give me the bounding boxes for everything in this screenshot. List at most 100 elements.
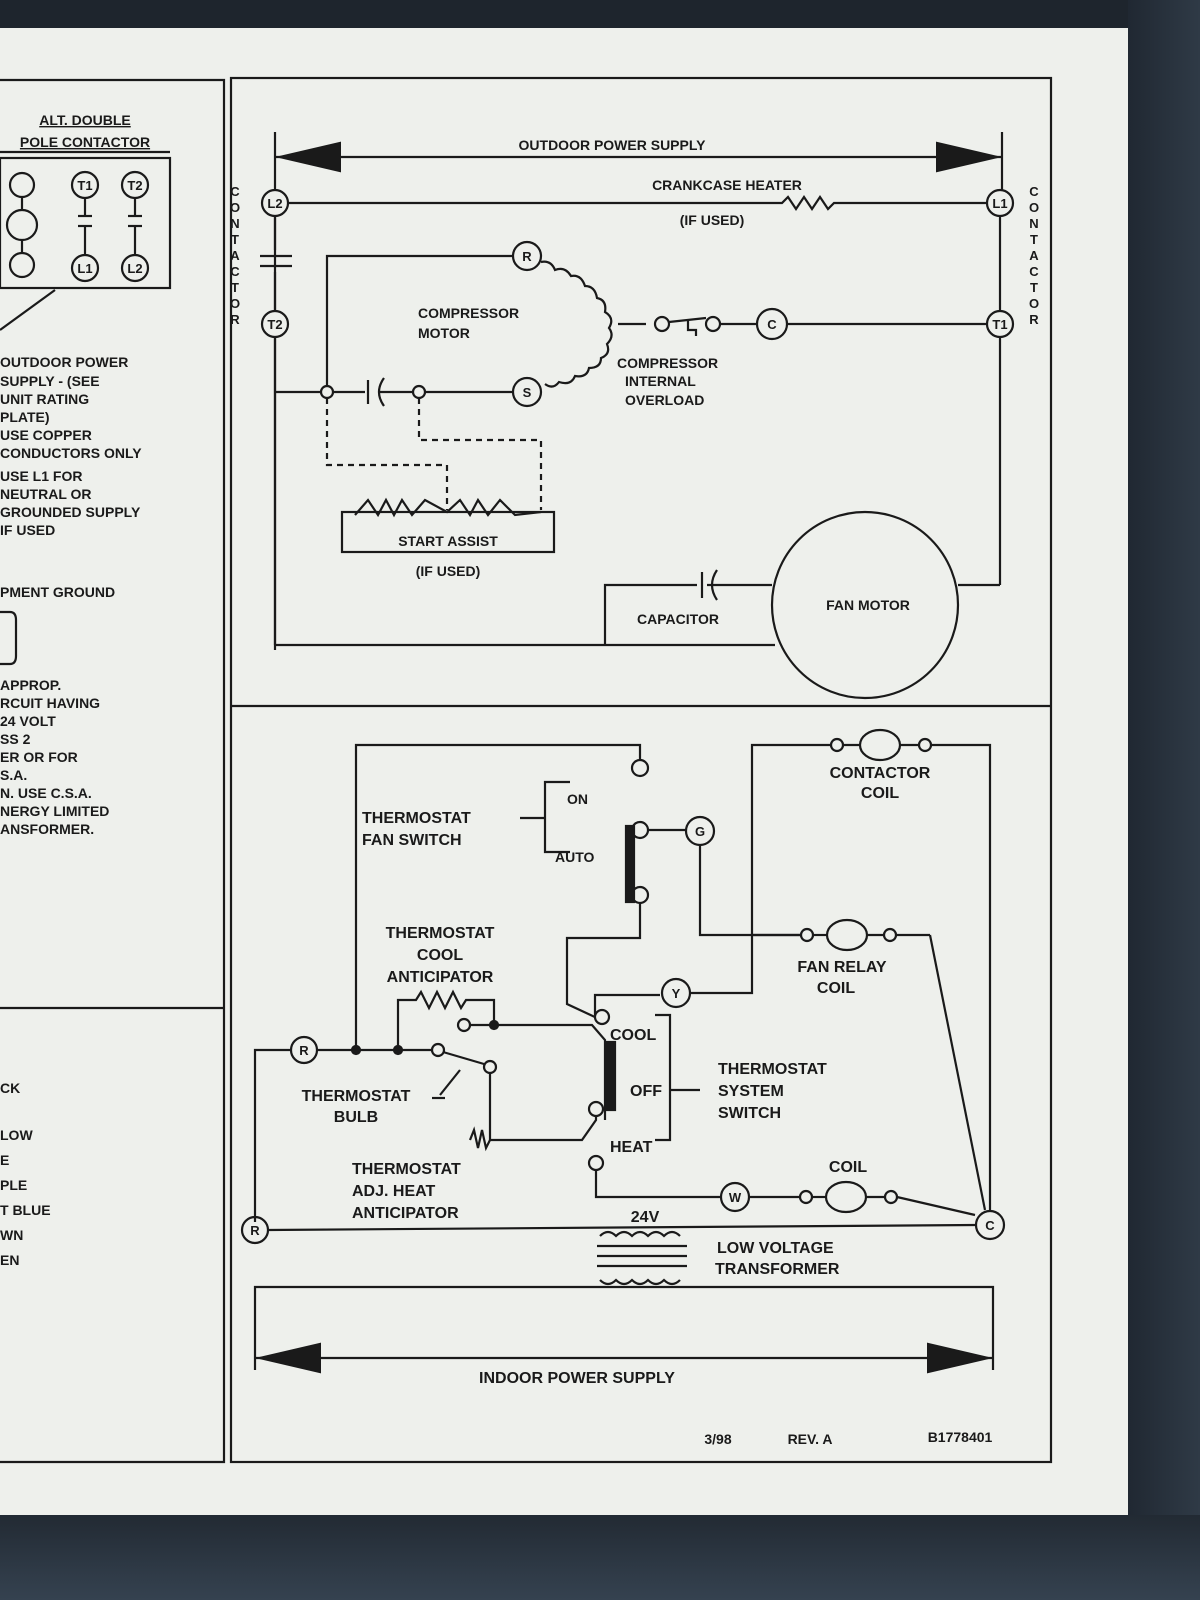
contactor-right-letter: C (1029, 184, 1039, 199)
compressor-windings (540, 260, 613, 388)
contactor-right-letter: C (1029, 264, 1039, 279)
note3-line: RCUIT HAVING (0, 695, 100, 711)
cool-anticipator-label: ANTICIPATOR (387, 969, 494, 986)
transformer-secondary (599, 1278, 681, 1286)
cool-position-label: COOL (610, 1027, 656, 1044)
fan-switch-label: THERMOSTAT (362, 810, 471, 827)
heat-anticipator-label: THERMOSTAT (352, 1161, 461, 1178)
overload-label: INTERNAL (625, 373, 696, 389)
wire-color: CK (0, 1080, 20, 1096)
label-w: W (729, 1190, 742, 1205)
contactor-left-letter: R (230, 312, 240, 327)
alt-label-l2: L2 (127, 261, 142, 276)
outdoor-power-label: OUTDOOR POWER SUPPLY (519, 137, 707, 153)
contactor-left-letter: N (230, 216, 239, 231)
note3-line: ANSFORMER. (0, 821, 94, 837)
contactor-coil-label: COIL (861, 785, 899, 802)
contactor-left-letter: O (230, 200, 240, 215)
transformer-primary-top (599, 1230, 681, 1238)
contactor-left-letter: T (231, 280, 239, 295)
wire-color: E (0, 1152, 9, 1168)
heat-anticipator-label: ADJ. HEAT (352, 1183, 435, 1200)
contactor-right-letter: T (1030, 280, 1038, 295)
contactor-right-letter: O (1029, 296, 1039, 311)
bulb-label: THERMOSTAT (302, 1088, 411, 1105)
note1-line: PLATE) (0, 409, 50, 425)
fan-relay-coil (825, 918, 869, 952)
cool-anticipator-label: THERMOSTAT (386, 925, 495, 942)
contactor-right-letter: A (1029, 248, 1039, 263)
wire-color: PLE (0, 1177, 27, 1193)
revision-date: 3/98 (704, 1431, 731, 1447)
note3-line: 24 VOLT (0, 713, 56, 729)
contactor-label-right: C O N T A C T O R (1029, 184, 1039, 327)
note1-line: IF USED (0, 522, 55, 538)
fan-motor (770, 510, 960, 700)
label-t1: T1 (992, 317, 1007, 332)
contactor-left-letter: C (230, 184, 240, 199)
voltage-label: 24V (631, 1209, 660, 1226)
heater-if-used-label: (IF USED) (680, 212, 745, 228)
note3-line: SS 2 (0, 731, 31, 747)
fan-auto-label: AUTO (555, 849, 595, 865)
alt-label-t2: T2 (127, 178, 142, 193)
system-switch-label: SWITCH (718, 1105, 781, 1122)
wire-color: WN (0, 1227, 23, 1243)
contactor-left-letter: T (231, 232, 239, 247)
label-r-transformer: R (250, 1223, 260, 1238)
heat-coil (824, 1180, 868, 1214)
capacitor-label: CAPACITOR (637, 611, 719, 627)
label-c-common: C (985, 1218, 995, 1233)
contactor-coil (858, 728, 902, 762)
heat-anticipator-label: ANTICIPATOR (352, 1205, 459, 1222)
wire-color: T BLUE (0, 1202, 51, 1218)
contactor-right-letter: T (1030, 232, 1038, 247)
note1-line: NEUTRAL OR (0, 486, 92, 502)
left-panel-frame (0, 78, 226, 1464)
note3-line: N. USE C.S.A. (0, 785, 92, 801)
fan-switch-label: FAN SWITCH (362, 832, 462, 849)
contactor-right-letter: O (1029, 200, 1039, 215)
label-r: R (522, 249, 532, 264)
background-top (0, 0, 1200, 28)
label-t2: T2 (267, 317, 282, 332)
note1-line: GROUNDED SUPPLY (0, 504, 141, 520)
note3-line: S.A. (0, 767, 27, 783)
alt-contactor-box (0, 156, 172, 290)
wire-color: EN (0, 1252, 19, 1268)
fan-relay-coil-label: COIL (817, 980, 855, 997)
transformer-label: TRANSFORMER (715, 1261, 840, 1278)
system-switch-label: SYSTEM (718, 1083, 784, 1100)
note1-line: UNIT RATING (0, 391, 89, 407)
compressor-motor-label: COMPRESSOR (418, 305, 519, 321)
bulb-label: BULB (334, 1109, 378, 1126)
fan-on-label: ON (567, 791, 588, 807)
contactor-coil-label: CONTACTOR (830, 765, 931, 782)
label-l2: L2 (267, 196, 282, 211)
overload-label: COMPRESSOR (617, 355, 718, 371)
compressor-motor-label: MOTOR (418, 325, 470, 341)
note3-line: APPROP. (0, 677, 61, 693)
revision-label: REV. A (788, 1431, 833, 1447)
wire-color: LOW (0, 1127, 33, 1143)
alt-contactor-title1: ALT. DOUBLE (39, 112, 131, 128)
crankcase-heater (288, 195, 987, 211)
background-bottom (0, 1515, 1200, 1600)
label-g: G (695, 824, 705, 839)
main-panel-frame (229, 76, 1053, 1464)
label-r-thermostat: R (299, 1043, 309, 1058)
note1-line: USE L1 FOR (0, 468, 82, 484)
overload-label: OVERLOAD (625, 392, 704, 408)
contactor-right-letter: R (1029, 312, 1039, 327)
label-y: Y (672, 986, 681, 1001)
heat-position-label: HEAT (610, 1139, 653, 1156)
alt-contactor-title2: POLE CONTACTOR (20, 134, 150, 150)
label-l1: L1 (992, 196, 1007, 211)
start-assist-note: (IF USED) (416, 563, 481, 579)
contactor-label-left: C O N T A C T O R (230, 184, 240, 327)
crankcase-heater-label: CRANKCASE HEATER (652, 177, 802, 193)
alt-label-l1: L1 (77, 261, 92, 276)
fan-relay-coil-label: FAN RELAY (797, 959, 887, 976)
compressor-terminal-r (511, 240, 543, 272)
